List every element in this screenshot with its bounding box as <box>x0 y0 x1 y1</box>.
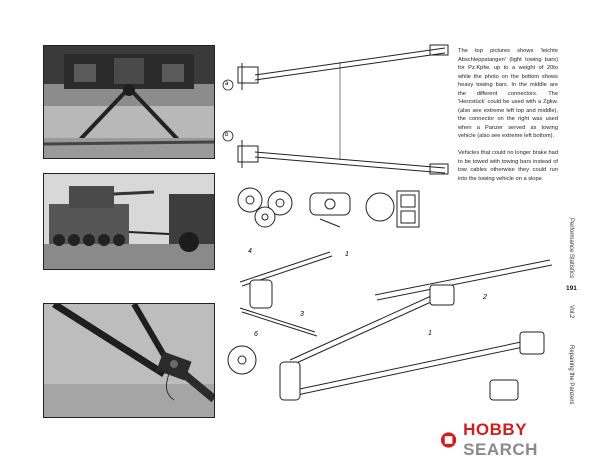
callout-bottom-2: 2 <box>483 294 487 301</box>
book-title: Repairing the Panzers <box>568 345 574 405</box>
volume-label: Vol.2 <box>568 305 574 319</box>
hobby-search-watermark: HOBBY SEARCH <box>440 420 600 460</box>
photo-heavy-towing-bar <box>43 303 215 418</box>
drawing-heavy-towing-bars-exploded <box>227 251 553 401</box>
article-text: The top pictures shows 'leichte Abschlep… <box>458 47 558 192</box>
drawing-connectors <box>237 187 420 228</box>
page-number: 191 <box>566 285 577 292</box>
callout-bottom-4: 4 <box>248 248 252 255</box>
watermark-brand-red: HOBBY <box>463 420 527 439</box>
paragraph-1: The top pictures shows 'leichte Abschlep… <box>458 48 558 139</box>
watermark-text: HOBBY SEARCH <box>463 420 600 460</box>
callout-top-b: b <box>225 132 229 138</box>
photo-tiger-towed <box>43 173 215 270</box>
photo-towing-vehicle-rear <box>43 45 215 159</box>
callout-bottom-6: 6 <box>254 331 258 338</box>
hobby-search-logo-icon <box>440 432 457 448</box>
drawing-light-towing-bars <box>222 44 449 175</box>
section-title: Performance Statistics <box>568 218 574 279</box>
book-page: a b <box>43 44 577 459</box>
callout-bottom-1a: 1 <box>345 251 349 258</box>
callout-bottom-1b: 1 <box>428 330 432 337</box>
callout-top-a: a <box>225 81 229 87</box>
callout-bottom-3: 3 <box>300 311 304 318</box>
paragraph-2: Vehicles that could no longer brake had … <box>458 150 558 182</box>
